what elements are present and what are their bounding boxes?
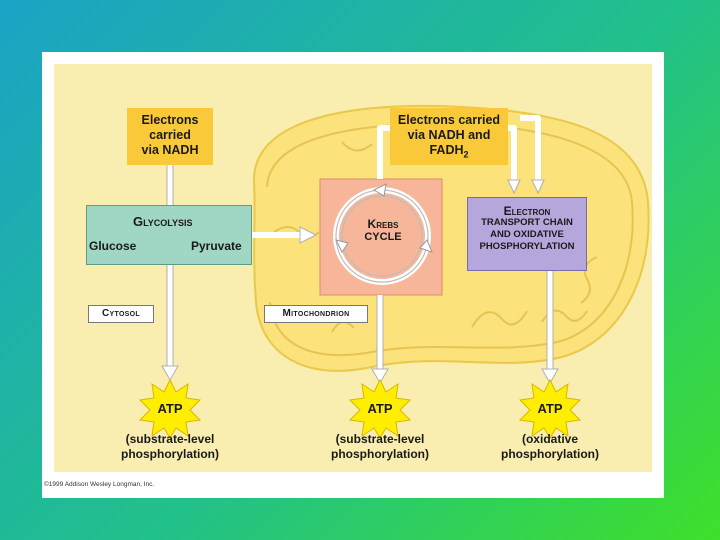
electron-transport-chain-box: Electron transport chain and oxidative p…	[467, 197, 587, 271]
mitochondrion-label: Mitochondrion	[264, 305, 368, 323]
atp-note-3: (oxidative phosphorylation)	[485, 432, 615, 462]
krebs-cycle-icon	[333, 183, 433, 285]
atp-burst-2	[348, 378, 412, 439]
glycolysis-title: Glycolysis	[133, 214, 193, 229]
arrowhead-etc1	[507, 179, 521, 195]
nadh-line2: carried	[149, 128, 191, 142]
slide-card: Electrons carried via NADH Electrons car…	[42, 52, 664, 498]
arrowheads	[161, 179, 559, 385]
atp-label-1: ATP	[157, 401, 183, 416]
nadh-line1: Electrons	[141, 113, 199, 127]
krebs-line1: Krebs	[367, 217, 399, 231]
etc-line4: phosphorylation	[479, 241, 575, 252]
nadh-fadh-line2: via NADH and	[407, 128, 491, 142]
etc-line3: and oxidative	[490, 229, 564, 240]
nadh-fadh-line1: Electrons carried	[397, 113, 501, 127]
nadh-fadh-line3: FADH2	[390, 143, 508, 163]
atp-note-3-line2: phosphorylation)	[501, 447, 599, 461]
electrons-nadh-fadh2-box: Electrons carried via NADH and FADH2	[390, 108, 508, 165]
atp-note-1-line1: (substrate-level	[125, 432, 215, 446]
atp-burst-1	[138, 378, 202, 439]
atp-label-3: ATP	[537, 401, 563, 416]
flow-arrows	[167, 115, 553, 370]
arrowhead-atp3	[541, 368, 559, 385]
glucose-label: Glucose	[89, 239, 137, 253]
atp-note-2-line2: phosphorylation)	[331, 447, 429, 461]
atp-note-1-line2: phosphorylation)	[121, 447, 219, 461]
krebs-line2: cycle	[364, 231, 402, 243]
fadh-text: FADH	[429, 143, 464, 157]
atp-note-2-line1: (substrate-level	[335, 432, 425, 446]
nadh-line3: via NADH	[141, 143, 199, 157]
pyruvate-label: Pyruvate	[191, 239, 242, 253]
arrowhead-krebs	[299, 226, 318, 244]
atp-note-2: (substrate-level phosphorylation)	[315, 432, 445, 462]
atp-note-1: (substrate-level phosphorylation)	[105, 432, 235, 462]
electrons-nadh-box: Electrons carried via NADH	[127, 108, 213, 165]
fadh-subscript: 2	[463, 149, 469, 160]
atp-note-3-line1: (oxidative	[521, 432, 578, 446]
atp-label-2: ATP	[367, 401, 393, 416]
cytosol-label: Cytosol	[88, 305, 154, 323]
krebs-cycle-label: Krebs cycle	[347, 218, 419, 244]
arrowhead-atp1	[161, 365, 179, 382]
etc-line2: transport chain	[481, 217, 573, 228]
arrowhead-atp2	[371, 368, 389, 385]
flow-arrows-outline	[166, 164, 554, 370]
glycolysis-box: Glycolysis Glucose Pyruvate	[86, 205, 252, 265]
etc-line1: Electron	[503, 204, 551, 218]
arrowhead-etc2	[531, 179, 545, 195]
atp-burst-3	[518, 378, 582, 439]
copyright-text: ©1999 Addison Wesley Longman, Inc.	[44, 481, 155, 488]
